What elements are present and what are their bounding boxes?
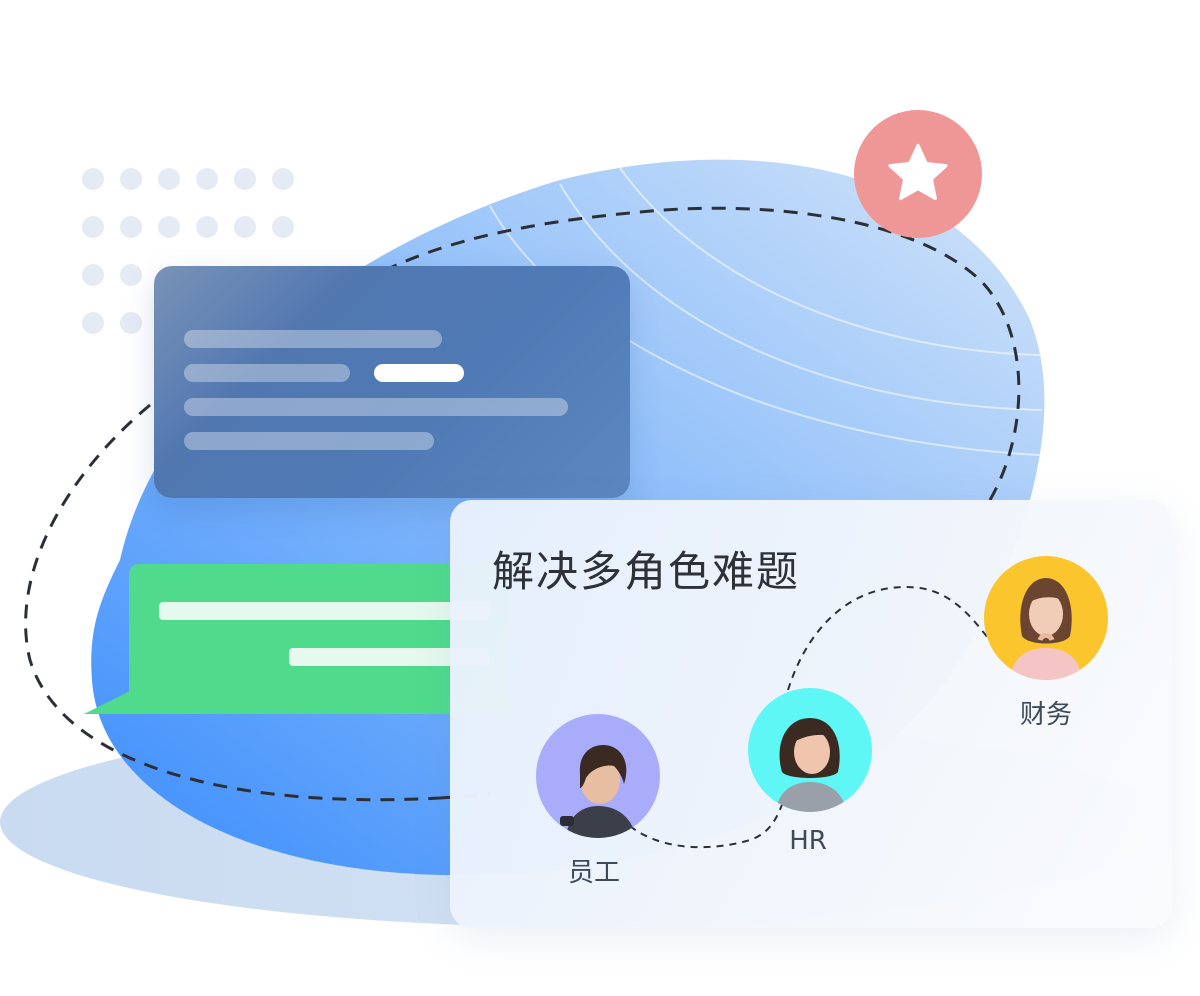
chat-line-placeholder [289,648,489,666]
dot [120,168,142,190]
document-card [154,266,630,498]
dot [120,264,142,286]
dot [82,312,104,334]
avatar-employee [536,714,660,838]
dot [82,216,104,238]
dot [234,216,256,238]
role-connector [629,586,999,849]
highlight-line-placeholder [374,364,464,382]
dot [120,312,142,334]
role-label-hr: HR [789,826,827,856]
person-finance-icon [1010,578,1082,680]
star-icon [888,143,948,201]
chat-bubble-tail [84,690,132,714]
dot [120,216,142,238]
text-line-placeholder [184,364,350,382]
dot-grid [82,168,312,348]
chat-bubble [129,564,509,714]
text-line-placeholder [184,398,568,416]
dot [196,168,218,190]
person-employee-icon [560,745,636,838]
dot [158,168,180,190]
dot [196,216,218,238]
dot [272,216,294,238]
panel-title: 解决多角色难题 [492,547,801,596]
dot [272,168,294,190]
blob-contours [489,167,1043,456]
role-label-finance: 财务 [1019,700,1072,730]
dot [82,168,104,190]
text-line-placeholder [184,432,434,450]
star-badge [854,110,982,238]
chat-line-placeholder [159,602,489,620]
dot [158,216,180,238]
dot [82,264,104,286]
person-hr-icon [776,718,846,812]
avatar-finance [984,556,1108,680]
text-line-placeholder [184,330,442,348]
roles-panel: 解决多角色难题 员工 HR [450,500,1172,928]
dot [234,168,256,190]
avatar-hr [748,688,872,812]
role-label-employee: 员工 [567,858,620,888]
